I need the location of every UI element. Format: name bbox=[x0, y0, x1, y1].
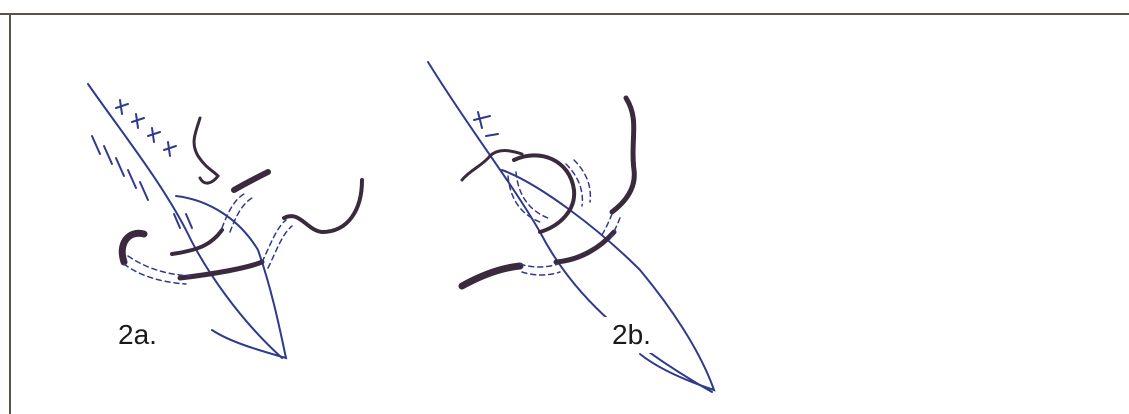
suture-thread-2a-upper bbox=[172, 230, 222, 254]
suture-tail-2a-far bbox=[284, 180, 362, 232]
suture-tail-2a-left bbox=[122, 233, 144, 262]
suture-tail-2b-left bbox=[462, 266, 520, 286]
suture-thread-2a-lower bbox=[180, 262, 262, 278]
suture-thread-2b-lower bbox=[556, 232, 614, 262]
suture-loop-2b bbox=[514, 155, 574, 232]
sketch-2b bbox=[428, 62, 714, 392]
knot-2a bbox=[194, 118, 218, 183]
incision-line-2b bbox=[428, 62, 712, 392]
suture-tail-2a-right bbox=[234, 172, 268, 190]
suture-tail-2b-right bbox=[612, 98, 634, 212]
flap-outline-2b bbox=[502, 170, 714, 390]
label-2a: 2a. bbox=[110, 317, 165, 353]
stitch-marks-2a bbox=[116, 100, 176, 156]
label-2b: 2b. bbox=[604, 317, 659, 353]
stitch-marks-2b bbox=[474, 112, 498, 136]
